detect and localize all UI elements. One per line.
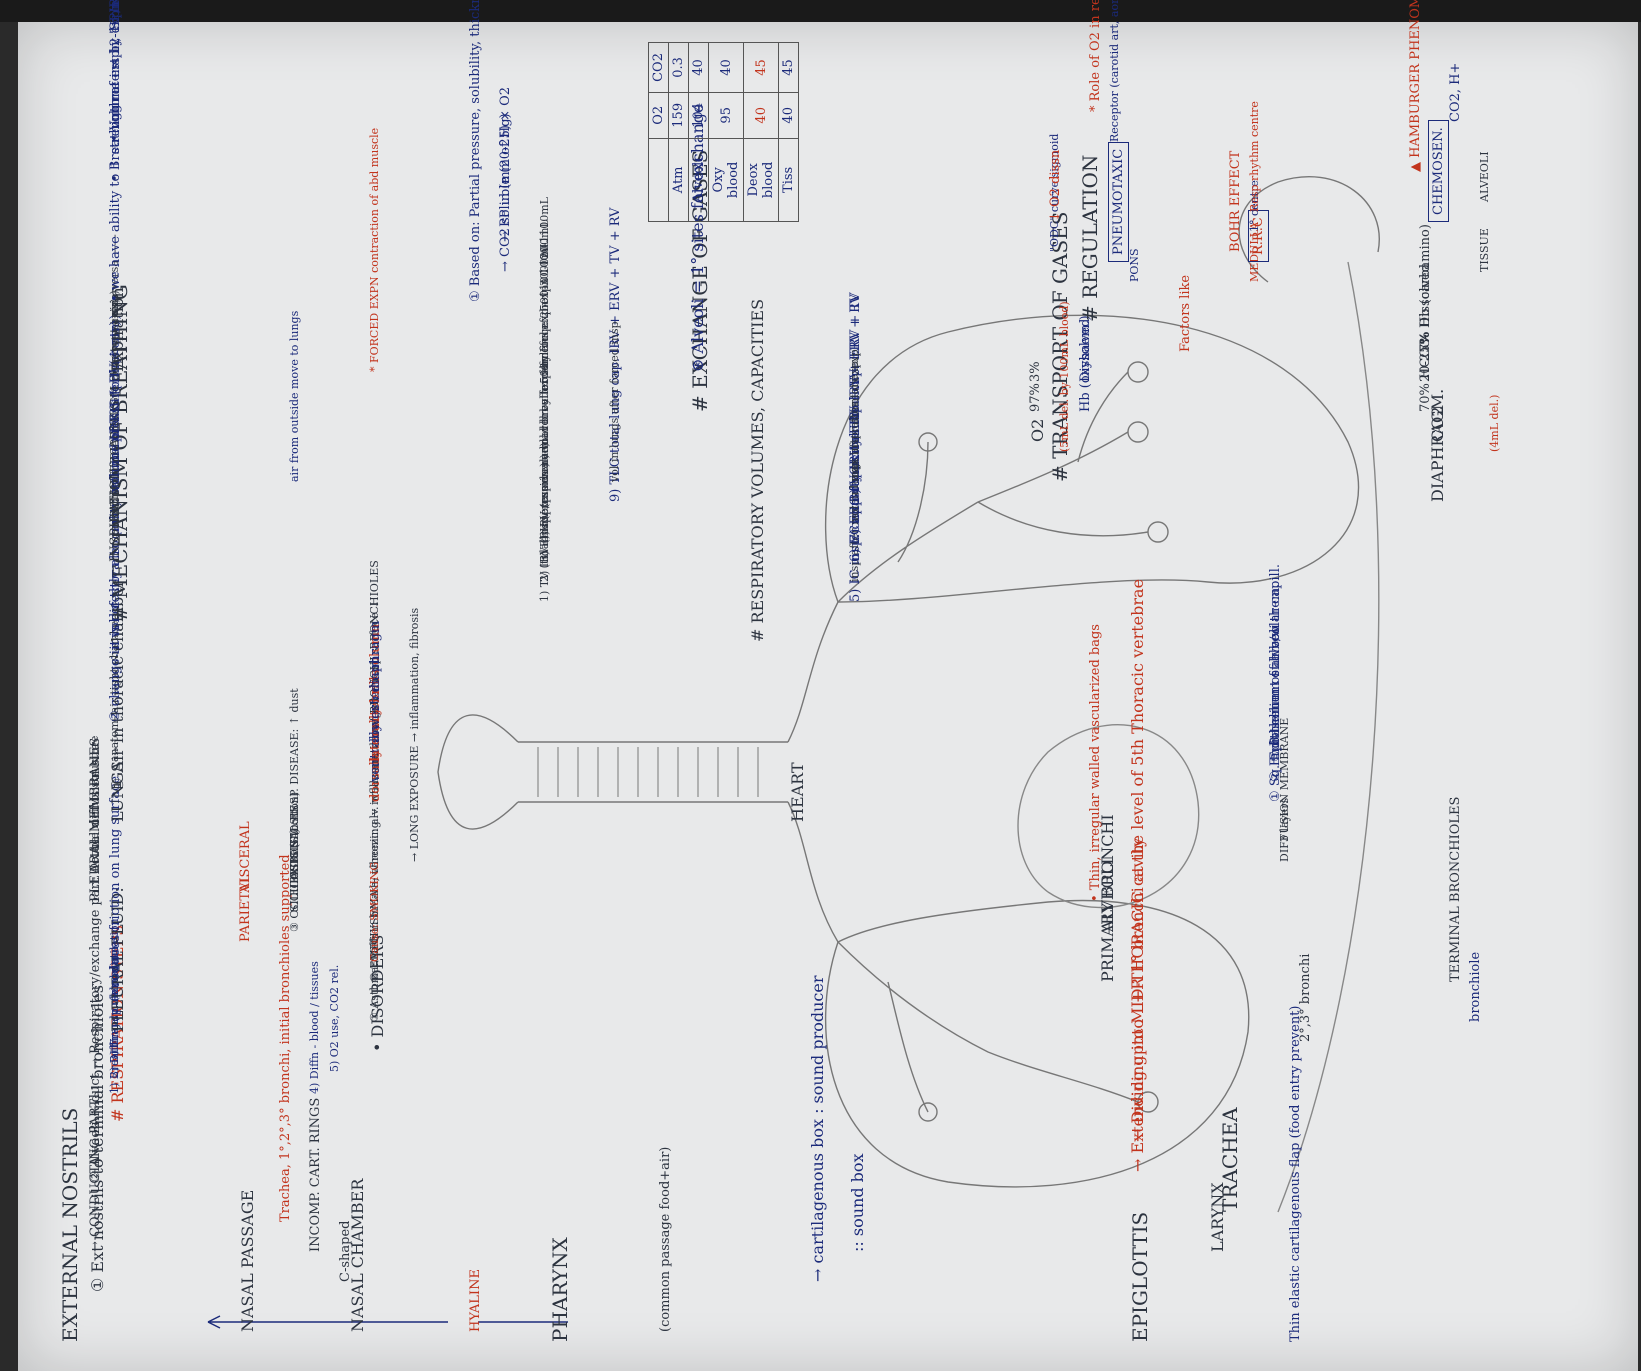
pharynx-note: (common passage food+air) [658,1146,673,1332]
table-cell: 95 [708,92,744,139]
table-cell: 104 [688,92,709,139]
epiglottis-label: EPIGLOTTIS [1128,1211,1152,1342]
forced-expiration: * FORCED EXPN contraction of abd muscle [368,127,381,372]
transport-factors: Factors like [1178,274,1193,352]
regulation-pons: PONS [1128,248,1141,282]
diaphragm-label: DIAPHRAGM. [1428,388,1447,502]
volumes-title: # RESPIRATORY VOLUMES, CAPACITIES [748,298,767,642]
capacity-tlc-note: vol in lungs after forced insp [608,321,621,482]
hamburger-phenomenon: ▲ HAMBURGER PHENOMENON [1408,0,1423,172]
alveoli-note: • Thin, irregular walled vascularized ba… [1088,624,1103,902]
table-cell: Alveoli [688,138,709,222]
regulation-role-o2: * Role of O2 in regulation quite insigni… [1088,0,1103,112]
bohr-effect: BOHR EFFECT [1228,150,1243,252]
table-row: Tiss 40 45 [778,42,799,222]
table-cell: 45 [743,42,779,93]
trachea-label: TRACHEA [1218,1107,1242,1212]
table-row: Alveoli 104 40 [688,42,709,222]
diffusion-layer-3: ③ Basement sub b/w them. [1268,583,1283,762]
o2-dissociation: ↓ O2 dissn [1048,149,1063,222]
table-header [648,138,669,222]
hyaline-label: HYALINE [468,1269,483,1332]
exchange-based-on: ① Based on: Partial pressure, solubility… [468,0,483,302]
right-lung [824,314,1360,603]
regulation-receptor: Receptor (carotid art, aortic arch) [1108,0,1121,142]
transport-3: 3% [1028,361,1043,382]
table-cell: 40 [743,92,779,139]
table-cell: Deox blood [743,138,779,222]
table-header-row: O2 CO2 [648,42,669,222]
table-header: CO2 [648,42,669,93]
disorder-asbestosis: ASBESTOSIS [288,805,301,880]
table-cell: 40 [778,92,799,139]
heart-label: HEART [788,762,807,822]
alveolar-sac [1238,176,1380,283]
table-row: Atm 159 0.3 [668,42,689,222]
regulation-rhythm: Resp rhythm centre [1248,101,1261,212]
conducting-line-3: INCOMP. CART. RINGS [308,1097,323,1252]
air-moves: air from outside move to lungs [288,310,301,482]
nasal-passage: NASAL PASSAGE [238,1189,257,1332]
table-cell: 0.3 [668,42,689,93]
trachea-point-2: → Dividing into L+R 1° bronchi at the le… [1128,578,1147,1142]
pleural-membranes-note: Double memb. structure [88,735,101,872]
visceral-label: VISCERAL [238,821,253,892]
terminal-bronchioles: TERMINAL BRONCHIOLES [1448,796,1463,982]
capacity-vc-note: max insp after forc. exp [848,349,861,482]
diffusion-layers: 3 layers [1278,797,1291,842]
thoracic-lower: lower : diaphragm [368,620,383,742]
conducting-line-4: C-shaped [338,1220,353,1282]
regulation-chemosensitive: CHEMOSEN. [1428,120,1449,222]
table-cell: Oxy blood [708,138,744,222]
table-row: Deox blood 40 45 [743,42,779,222]
disorder-exposure: → LONG EXPOSURE → inflammation, fibrosis [408,607,421,862]
table-cell: Tiss [778,138,799,222]
table-cell: 159 [668,92,689,139]
regulation-co2-h: CO2, H+ [1448,62,1463,122]
diaphragm-line [1277,261,1380,1213]
external-nostrils: EXTERNAL NOSTRILS [58,1107,82,1342]
transport-o2-note: (5mL del. by 100mL blood) [1058,301,1071,452]
transport-97: 97% [1028,383,1043,412]
transport-o2: O2 [1028,418,1047,442]
bronchiole-label: bronchiole [1468,951,1483,1022]
volume-rv: 4) RV (residual) vol rem after forceful … [538,220,551,542]
step-4: 4) Diffn - blood / tissues [308,961,321,1094]
step-5: 5) O2 use, CO2 rel. [328,964,341,1072]
table-cell: 45 [778,42,799,93]
regulation-pneumotaxic: PNEUMOTAXIC [1108,141,1129,262]
lungs-diagram [207,176,1380,1329]
heart-outline [1017,724,1200,909]
table-header: O2 [648,92,669,139]
disorder-smoking: Cause: SMOKING [368,861,381,962]
transport-7: 7% Dissolved [1418,263,1433,352]
desk-background [0,0,1641,22]
larynx-note: → cartilagenous box : sound producer [808,975,827,1282]
pharynx-label: PHARYNX [548,1237,572,1342]
rotated-notes: EXTERNAL NOSTRILS NASAL PASSAGE NASAL CH… [48,0,1628,1362]
table-cell: 40 [708,42,744,93]
table-row: Oxy blood 95 40 [708,42,744,222]
left-lung [824,899,1250,1188]
transport-co2-note: (4mL del.) [1488,394,1501,452]
alveoli-transport-label: ALVEOLI [1478,151,1491,202]
spirometer-note: • Volume est by 'SPIROMETER' [108,0,123,142]
epiglottis-note: Thin elastic cartilagenous flap (food en… [1288,1005,1303,1342]
tissue-label: TISSUE [1478,228,1491,272]
table-cell: Atm [668,138,689,222]
partial-pressure-table: O2 CO2 Atm 159 0.3 Alveoli 104 40 Oxy bl… [648,42,799,222]
exchange-pp: → PP in (mm of Hg) [498,113,513,242]
secondary-bronchi: 2°,3° bronchi [1298,953,1313,1042]
notebook-page: EXTERNAL NOSTRILS NASAL PASSAGE NASAL CH… [18,0,1638,1371]
table-cell: 40 [688,42,709,93]
transport-dissolved: Dissolved [1078,318,1093,382]
sound-box: :: sound box [848,1153,867,1252]
regulation-title: # REGULATION [1078,154,1102,322]
